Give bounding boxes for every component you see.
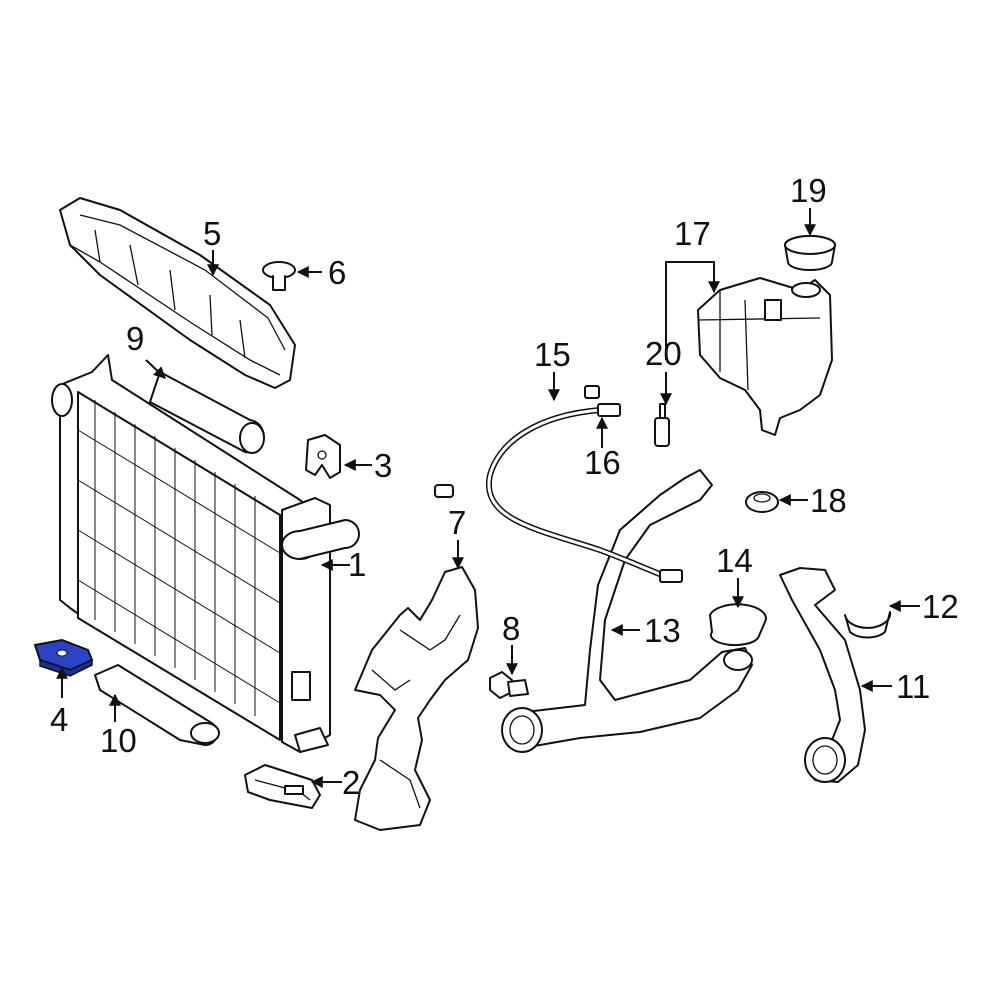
cap-part-19[interactable] (784, 235, 836, 271)
shroud-part-7[interactable] (354, 566, 479, 831)
radiator-part-1[interactable] (51, 354, 360, 753)
callout-14: 14 (716, 542, 753, 579)
callout-13: 13 (644, 612, 681, 649)
air-duct-part-5[interactable] (59, 197, 296, 389)
callout-2: 2 (342, 764, 360, 801)
callout-arrows (56, 208, 920, 788)
callout-labels: 1 2 3 4 5 6 7 8 9 10 11 12 13 14 15 16 1… (50, 172, 959, 801)
callout-5: 5 (203, 215, 221, 252)
clamp-part-12[interactable] (844, 611, 892, 639)
seal-part-10[interactable] (94, 664, 220, 747)
clip-part-3[interactable] (305, 434, 341, 479)
grommet-part-18[interactable] (745, 491, 779, 513)
callout-11: 11 (896, 668, 930, 705)
callout-1: 1 (348, 546, 366, 583)
bracket-part-2[interactable] (244, 764, 321, 809)
callout-18: 18 (810, 482, 847, 519)
callout-12: 12 (922, 588, 959, 625)
callout-16: 16 (584, 444, 621, 481)
callout-8: 8 (502, 610, 520, 647)
bolt-part-8[interactable] (489, 671, 529, 699)
hose-part-13[interactable] (501, 469, 753, 753)
callout-19: 19 (790, 172, 827, 209)
callout-6: 6 (328, 254, 346, 291)
callout-10: 10 (100, 722, 137, 759)
reservoir-part-17[interactable] (697, 277, 833, 436)
mount-part-4-highlighted[interactable] (33, 638, 94, 677)
hose-part-16[interactable] (485, 403, 683, 583)
seal-part-9[interactable] (149, 371, 265, 454)
callout-7: 7 (448, 504, 466, 541)
hose-part-15[interactable] (434, 385, 600, 498)
callout-20: 20 (645, 335, 682, 372)
push-pin-part-6[interactable] (262, 261, 296, 291)
callout-9: 9 (126, 320, 144, 357)
clamp-part-14[interactable] (709, 603, 767, 647)
callout-15: 15 (534, 336, 571, 373)
hose-part-11[interactable] (779, 567, 866, 783)
callout-3: 3 (374, 447, 392, 484)
callout-17: 17 (674, 215, 711, 252)
callout-4: 4 (50, 701, 68, 738)
sensor-part-20[interactable] (654, 403, 670, 447)
